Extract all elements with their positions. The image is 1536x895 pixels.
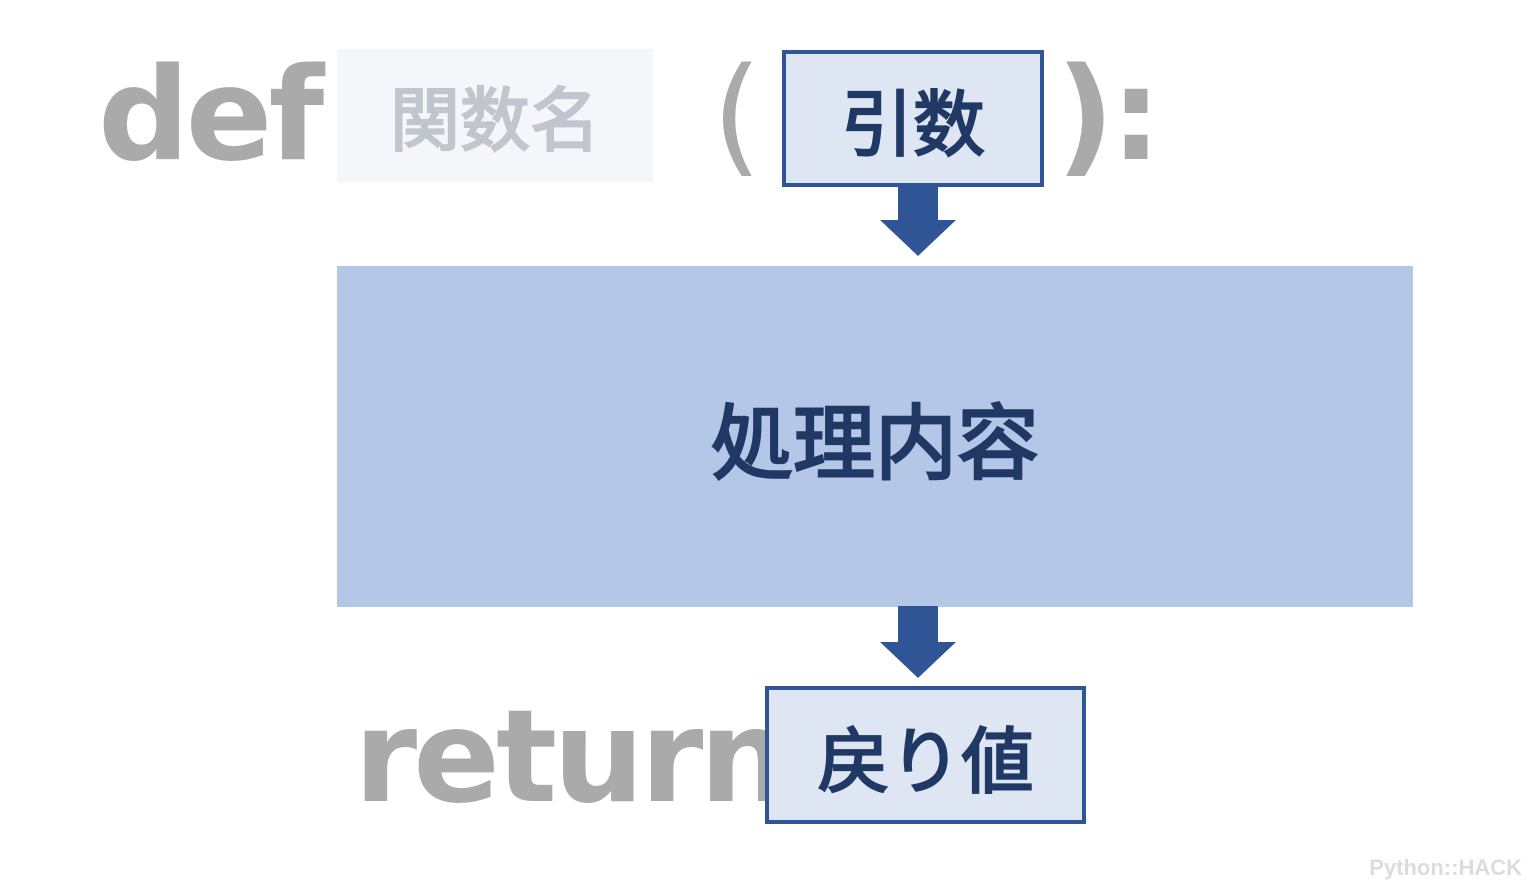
return-value-label: 戻り値 — [817, 719, 1034, 804]
body-box: 処理内容 — [337, 266, 1413, 607]
return-value-box: 戻り値 — [765, 686, 1086, 824]
watermark: Python::HACK — [1369, 855, 1522, 880]
arrow-down-icon — [880, 606, 956, 680]
function-name-label: 関数名 — [390, 80, 600, 162]
open-paren: ( — [712, 41, 762, 190]
def-keyword: def — [98, 41, 324, 190]
body-label: 処理内容 — [710, 397, 1039, 492]
return-keyword: return — [354, 683, 790, 832]
arguments-label: 引数 — [840, 83, 985, 167]
close-paren-colon: ): — [1056, 41, 1162, 190]
arrow-down-icon — [880, 186, 956, 256]
arguments-box: 引数 — [782, 50, 1044, 187]
function-name-box: 関数名 — [337, 49, 653, 182]
